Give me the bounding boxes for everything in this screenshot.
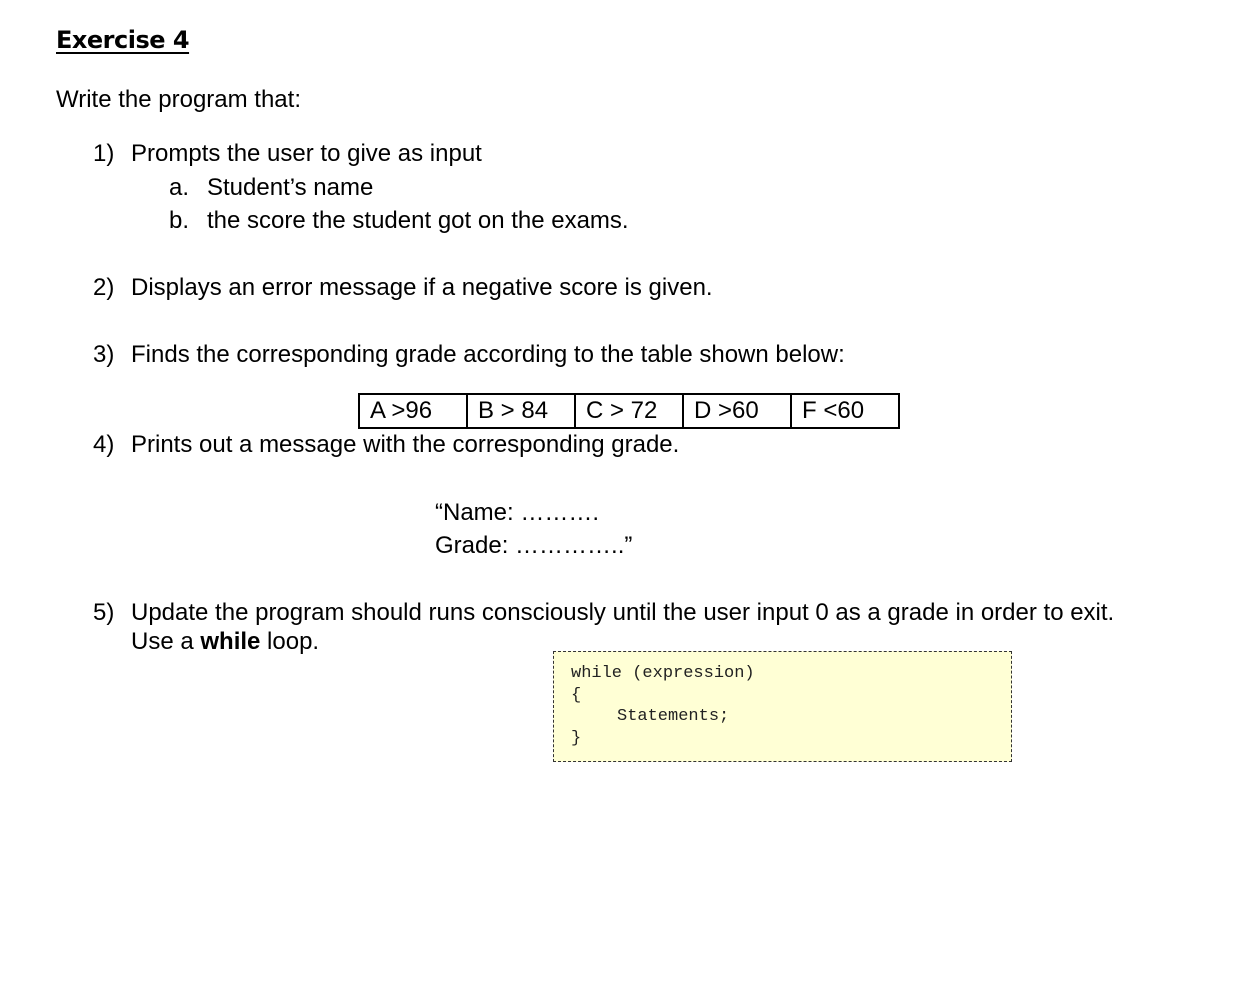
list-item-2: 2) Displays an error message if a negativ… bbox=[93, 273, 713, 303]
item-text: Finds the corresponding grade according … bbox=[131, 341, 845, 368]
while-prefix: Use a bbox=[131, 628, 201, 655]
grade-cell-d: D >60 bbox=[682, 393, 792, 429]
list-item-4: 4) Prints out a message with the correspo… bbox=[93, 430, 679, 460]
grade-cell-c: C > 72 bbox=[574, 393, 684, 429]
while-keyword: while bbox=[200, 628, 261, 655]
item-number: 1) bbox=[93, 140, 115, 167]
item-number: 2) bbox=[93, 274, 115, 301]
item-number: 4) bbox=[93, 431, 115, 458]
table-row: A >96 B > 84 C > 72 D >60 F <60 bbox=[358, 393, 900, 429]
item-number: 3) bbox=[93, 341, 115, 368]
item-number: 5) bbox=[93, 599, 115, 626]
list-item-3: 3) Finds the corresponding grade accordin… bbox=[93, 340, 845, 370]
sub-item-a: a. Student’s name bbox=[169, 173, 373, 203]
intro-text: Write the program that: bbox=[56, 86, 301, 113]
list-item-5: 5) Update the program should runs conscio… bbox=[93, 598, 1114, 628]
item-text: Prints out a message with the correspond… bbox=[131, 431, 680, 458]
code-line-2: { bbox=[571, 686, 582, 705]
sub-item-b: b. the score the student got on the exams… bbox=[169, 206, 629, 236]
list-item-1: 1) Prompts the user to give as input bbox=[93, 139, 482, 169]
code-line-4: } bbox=[571, 729, 582, 748]
while-suffix: loop. bbox=[260, 628, 320, 655]
sub-item-text: Student’s name bbox=[207, 174, 374, 201]
grade-cell-b: B > 84 bbox=[466, 393, 576, 429]
item-text: Prompts the user to give as input bbox=[131, 140, 482, 167]
message-example-line-1: “Name: ………. bbox=[435, 499, 600, 526]
grade-table: A >96 B > 84 C > 72 D >60 F <60 bbox=[358, 393, 900, 429]
exercise-title: Exercise 4 bbox=[56, 26, 190, 54]
code-snippet-box: while (expression) { Statements; } bbox=[553, 651, 1012, 762]
item-text: Update the program should runs conscious… bbox=[131, 599, 1115, 626]
grade-cell-f: F <60 bbox=[790, 393, 900, 429]
grade-cell-a: A >96 bbox=[358, 393, 468, 429]
message-example-line-2: Grade: …………..” bbox=[435, 532, 633, 559]
sub-item-text: the score the student got on the exams. bbox=[207, 207, 629, 234]
code-line-1: while (expression) bbox=[571, 664, 755, 683]
item-text: Displays an error message if a negative … bbox=[131, 274, 713, 301]
sub-item-letter: b. bbox=[169, 207, 190, 234]
code-line-3: Statements; bbox=[617, 707, 730, 726]
list-item-5-line-2: Use a while loop. bbox=[131, 627, 319, 657]
sub-item-letter: a. bbox=[169, 174, 190, 201]
